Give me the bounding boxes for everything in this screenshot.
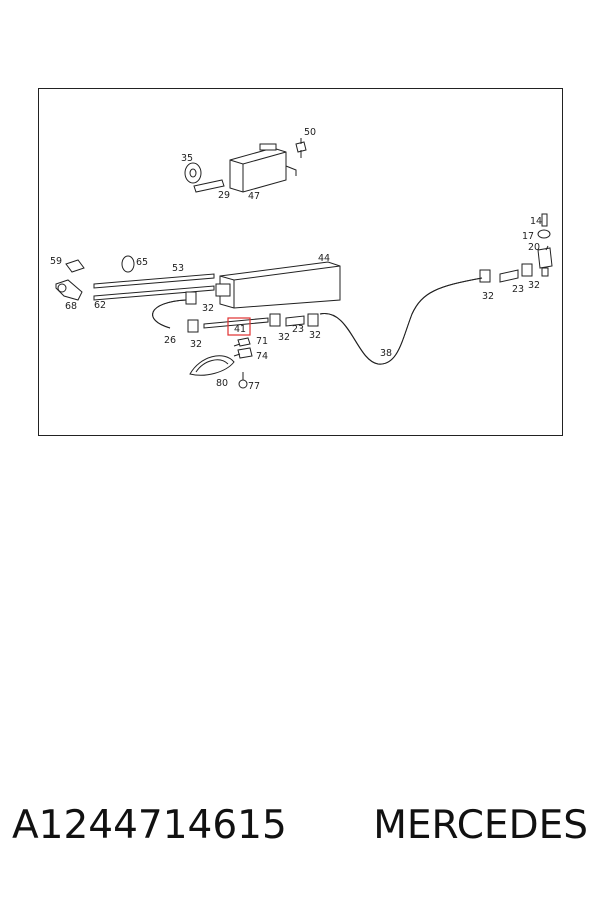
- callout-71: 71: [256, 336, 268, 347]
- callout-32-f: 32: [528, 280, 540, 291]
- brand-name: MERCEDES: [373, 803, 588, 848]
- callout-20: 20: [528, 242, 540, 253]
- part-32-clamp-f: [521, 263, 533, 277]
- callout-14: 14: [530, 216, 542, 227]
- callout-50: 50: [304, 127, 316, 138]
- part-59-clip: [65, 259, 85, 273]
- part-20-valve: [537, 247, 553, 277]
- part-17-clip: [537, 229, 551, 239]
- part-32-clamp-d: [307, 313, 319, 327]
- callout-32-e: 32: [482, 291, 494, 302]
- callout-38: 38: [380, 348, 392, 359]
- part-35-cap: [184, 162, 202, 184]
- callout-80: 80: [216, 378, 228, 389]
- part-23-tube-b: [499, 269, 519, 283]
- part-80-strap: [189, 355, 235, 376]
- part-14-pin: [541, 213, 548, 227]
- part-29-tube: [193, 179, 225, 193]
- callout-23-a: 23: [292, 324, 304, 335]
- callout-35: 35: [181, 153, 193, 164]
- callout-32-c: 32: [278, 332, 290, 343]
- part-47-canister: [229, 143, 297, 193]
- part-74-bracket: [237, 347, 253, 359]
- callout-62: 62: [94, 300, 106, 311]
- callout-41: 41: [234, 324, 246, 335]
- callout-47: 47: [248, 191, 260, 202]
- part-32-clamp-b: [187, 319, 199, 333]
- callout-32-b: 32: [190, 339, 202, 350]
- part-23-tube-a: [285, 315, 305, 327]
- part-62-pipe: [93, 285, 215, 301]
- callout-59: 59: [50, 256, 62, 267]
- part-32-clamp-a: [185, 291, 197, 305]
- leader-lines: [233, 138, 549, 357]
- part-68-connector: [55, 279, 83, 301]
- callout-74: 74: [256, 351, 268, 362]
- parts-diagram-svg: 50 35 29 47 14 17 20 59 65 53 44 68 62 3…: [38, 88, 563, 436]
- callout-32-d: 32: [309, 330, 321, 341]
- part-38-line: [319, 277, 483, 365]
- callout-17: 17: [522, 231, 534, 242]
- part-32-clamp-e: [479, 269, 491, 283]
- callout-41-highlight: [227, 317, 251, 336]
- callout-77: 77: [248, 381, 260, 392]
- callout-53: 53: [172, 263, 184, 274]
- callout-26: 26: [164, 335, 176, 346]
- part-44-canister: [215, 261, 341, 309]
- callout-23-b: 23: [512, 284, 524, 295]
- callout-65: 65: [136, 257, 148, 268]
- callout-labels: 50 35 29 47 14 17 20 59 65 53 44 68 62 3…: [50, 127, 542, 392]
- part-26-hose: [152, 299, 187, 329]
- part-41-pipe: [203, 317, 269, 329]
- part-65-clamp: [121, 255, 135, 273]
- part-53-pipe: [93, 273, 215, 289]
- callout-32-a: 32: [202, 303, 214, 314]
- callout-44: 44: [318, 253, 330, 264]
- part-32-clamp-c: [269, 313, 281, 327]
- part-number: A1244714615: [12, 803, 287, 848]
- caption: A1244714615 MERCEDES: [12, 803, 588, 863]
- part-77-bolt: [238, 372, 248, 389]
- part-71-sleeve: [237, 337, 251, 347]
- callout-29: 29: [218, 190, 230, 201]
- callout-68: 68: [65, 301, 77, 312]
- parts-diagram: 50 35 29 47 14 17 20 59 65 53 44 68 62 3…: [38, 88, 563, 436]
